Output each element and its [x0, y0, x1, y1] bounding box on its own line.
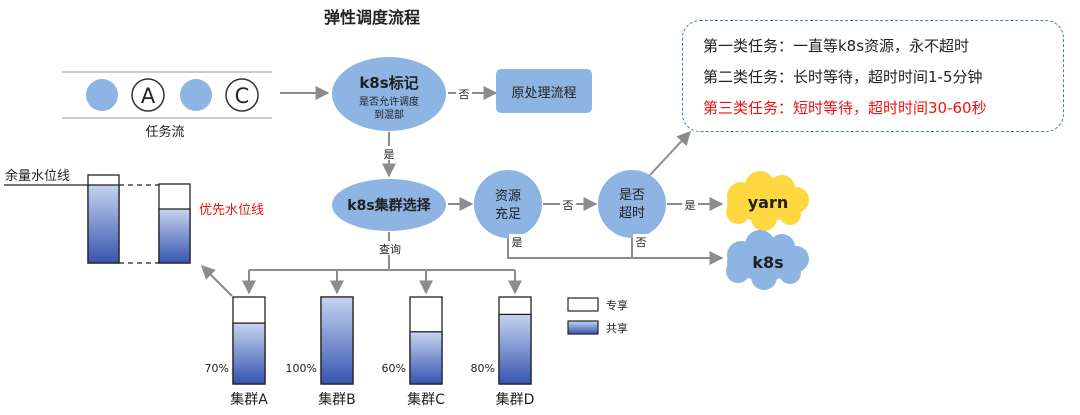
note-line-2: 第二类任务：长时等待，超时时间1-5分钟	[703, 68, 983, 86]
cluster-bar-shared-fill	[320, 296, 354, 385]
task-dot	[86, 79, 118, 111]
cluster-bar-shared-fill	[409, 331, 443, 385]
k8s-mark-node: k8s标记 是否允许调度 到混部	[332, 57, 446, 131]
k8s-label: k8s	[752, 253, 783, 272]
arrow-cluster-to-watermark	[201, 265, 233, 297]
cluster-bar-d: 80% 集群D	[471, 296, 535, 408]
cluster-bar-c: 60% 集群C	[382, 296, 445, 408]
edge-label-yes-select: 是	[384, 148, 395, 161]
cluster-usage-label: 60%	[382, 362, 406, 375]
task-c-label: C	[235, 84, 250, 108]
k8s-cloud: k8s	[726, 230, 809, 290]
original-process-node: 原处理流程	[496, 69, 592, 113]
priority-watermark-label: 优先水位线	[199, 203, 264, 218]
cluster-usage-label: 70%	[205, 362, 229, 375]
cluster-bars: 70% 集群A 100% 集群B 60% 集群C 80% 集群D	[205, 296, 535, 408]
k8s-mark-title: k8s标记	[359, 74, 418, 92]
watermark-illustration: 余量水位线 优先水位线	[4, 168, 264, 264]
task-types-note: 第一类任务：一直等k8s资源，永不超时 第二类任务：长时等待，超时时间1-5分钟…	[682, 20, 1064, 132]
cluster-select-node: k8s集群选择	[332, 179, 446, 231]
timeout-check-line1: 是否	[619, 188, 645, 203]
cluster-select-label: k8s集群选择	[347, 197, 431, 214]
legend-shared-label: 共享	[606, 321, 628, 335]
cluster-bar-b: 100% 集群B	[286, 296, 356, 408]
task-c-circle	[225, 78, 259, 112]
task-a-circle	[131, 78, 165, 112]
yarn-cloud: yarn	[726, 171, 809, 231]
cluster-name-label: 集群B	[318, 391, 356, 408]
remaining-bar-fill	[87, 184, 120, 264]
edge-label-query: 查询	[379, 242, 401, 256]
cluster-bar-a: 70% 集群A	[205, 296, 268, 408]
k8s-mark-subtitle-2: 到混部	[374, 108, 404, 121]
legend-exclusive-label: 专享	[606, 298, 628, 312]
note-line-1: 第一类任务：一直等k8s资源，永不超时	[703, 37, 970, 55]
k8s-mark-subtitle-1: 是否允许调度	[359, 95, 419, 108]
note-line-3: 第三类任务：短时等待，超时时间30-60秒	[703, 99, 987, 117]
cluster-name-label: 集群A	[230, 391, 268, 408]
page-title: 弹性调度流程	[323, 8, 420, 27]
resource-check-line1: 资源	[495, 189, 521, 204]
edge-label-yes-resource: 是	[512, 236, 523, 249]
cluster-name-label: 集群D	[496, 391, 535, 408]
cluster-usage-label: 100%	[286, 362, 317, 375]
resource-check-line2: 充足	[495, 206, 521, 222]
edge-label-no-timeout: 否	[636, 236, 647, 249]
task-stream: A C 任务流	[62, 71, 272, 140]
task-a-label: A	[141, 84, 156, 108]
arrow-resource-to-k8s	[507, 238, 724, 265]
cluster-usage-label: 80%	[471, 362, 495, 375]
legend: 专享 共享	[567, 297, 628, 335]
edge-label-no-original: 否	[459, 88, 470, 101]
legend-shared-swatch	[567, 320, 599, 335]
task-stream-label: 任务流	[145, 124, 184, 140]
cluster-bar-shared-fill	[232, 322, 266, 385]
yarn-label: yarn	[748, 193, 789, 212]
edge-label-no-resource: 否	[563, 199, 574, 212]
timeout-check-line2: 超时	[619, 206, 645, 221]
cluster-name-label: 集群C	[407, 391, 445, 408]
cluster-bar-shared-fill	[498, 313, 532, 385]
resource-check-node: 资源 充足	[474, 170, 542, 238]
timeout-check-node: 是否 超时	[598, 170, 666, 238]
edge-label-yes-timeout: 是	[685, 199, 696, 212]
remaining-watermark-label: 余量水位线	[5, 168, 70, 184]
legend-exclusive-swatch	[567, 297, 599, 312]
original-process-label: 原处理流程	[511, 86, 576, 101]
priority-bar-fill	[158, 208, 191, 264]
arrow-timeout-to-notes	[649, 130, 691, 176]
task-dot	[180, 79, 212, 111]
